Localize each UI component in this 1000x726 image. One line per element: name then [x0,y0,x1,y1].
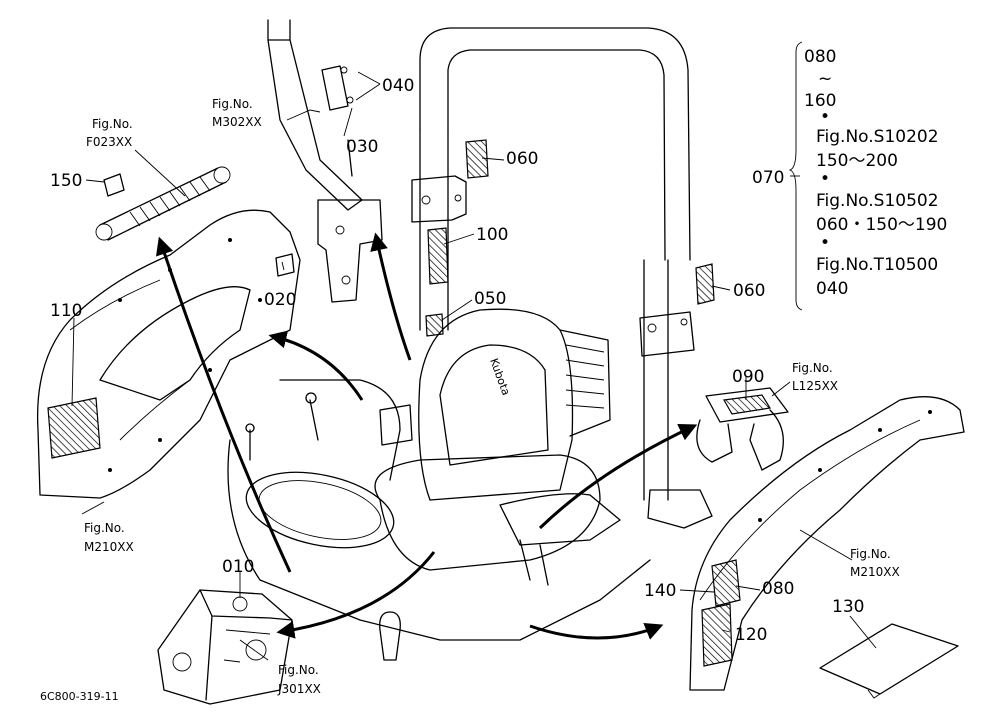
legend-range-start: 080 [804,47,836,67]
legend-ref-1: Fig.No.S10202 [816,127,939,147]
fig-ref-l125-number: L125XX [792,379,838,393]
callout-010: 010 [222,557,254,577]
gas-spring [95,166,231,241]
fig-ref-j301-prefix: Fig.No. [278,663,319,677]
callout-040: 040 [382,76,414,96]
legend-ref-2: Fig.No.S10502 [816,191,939,211]
rops-frame [411,27,713,529]
seat-brand-label: Kubota [487,357,512,398]
callout-070: 070 [752,168,784,188]
figure-references: Fig.No. F023XX Fig.No. M302XX Fig.No. M2… [84,97,900,696]
fig-ref-f023-prefix: Fig.No. [92,117,133,131]
fig-ref-f023-number: F023XX [86,135,132,149]
step-bracket [696,387,789,471]
assembly-arrows [156,232,698,640]
rops-labels [425,139,715,337]
callout-090: 090 [732,367,764,387]
legend-ref-3-items: 040 [816,279,848,299]
legend-block: 080 ~ 160 • Fig.No.S10202 150～200 • Fig.… [804,47,947,299]
legend-bullet-3: • [820,233,830,253]
callout-100: 100 [476,225,508,245]
callout-120: 120 [735,625,767,645]
leader-lines [71,71,877,661]
fig-ref-m210-right-number: M210XX [850,565,900,579]
callout-030: 030 [346,137,378,157]
hydraulic-block [157,589,293,705]
callout-020: 020 [264,290,296,310]
fig-ref-m210-left-prefix: Fig.No. [84,521,125,535]
callout-080: 080 [762,579,794,599]
operator-seat: Kubota [374,308,621,571]
callout-numbers: 010 020 030 040 050 060 060 070 080 090 … [50,76,864,645]
fig-ref-m302-number: M302XX [212,115,262,129]
decal-sheet [819,623,959,699]
callout-130: 130 [832,597,864,617]
right-fender [689,396,965,691]
legend-range-tilde: ~ [818,69,832,89]
callout-050: 050 [474,289,506,309]
legend-bullet-2: • [820,169,830,189]
fig-ref-m210-left-number: M210XX [84,540,134,554]
steering-console [227,379,651,661]
legend-range-end: 160 [804,91,836,111]
left-fender [36,209,301,499]
legend-ref-2-items: 060・150～190 [816,215,947,235]
callout-060-lower: 060 [733,281,765,301]
callout-110: 110 [50,301,82,321]
drawing-code: 6C800-319-11 [40,690,119,703]
callout-140: 140 [644,581,676,601]
callout-150: 150 [50,171,82,191]
fig-ref-j301-number: J301XX [277,682,321,696]
fig-ref-m210-right-prefix: Fig.No. [850,547,891,561]
fig-ref-l125-prefix: Fig.No. [792,361,833,375]
callout-060-upper: 060 [506,149,538,169]
fig-ref-m302-prefix: Fig.No. [212,97,253,111]
legend-bracket [788,41,803,311]
legend-ref-3: Fig.No.T10500 [816,255,938,275]
legend-bullet-1: • [820,107,830,127]
legend-ref-1-items: 150～200 [816,151,898,171]
upper-bracket-parts [267,19,383,303]
